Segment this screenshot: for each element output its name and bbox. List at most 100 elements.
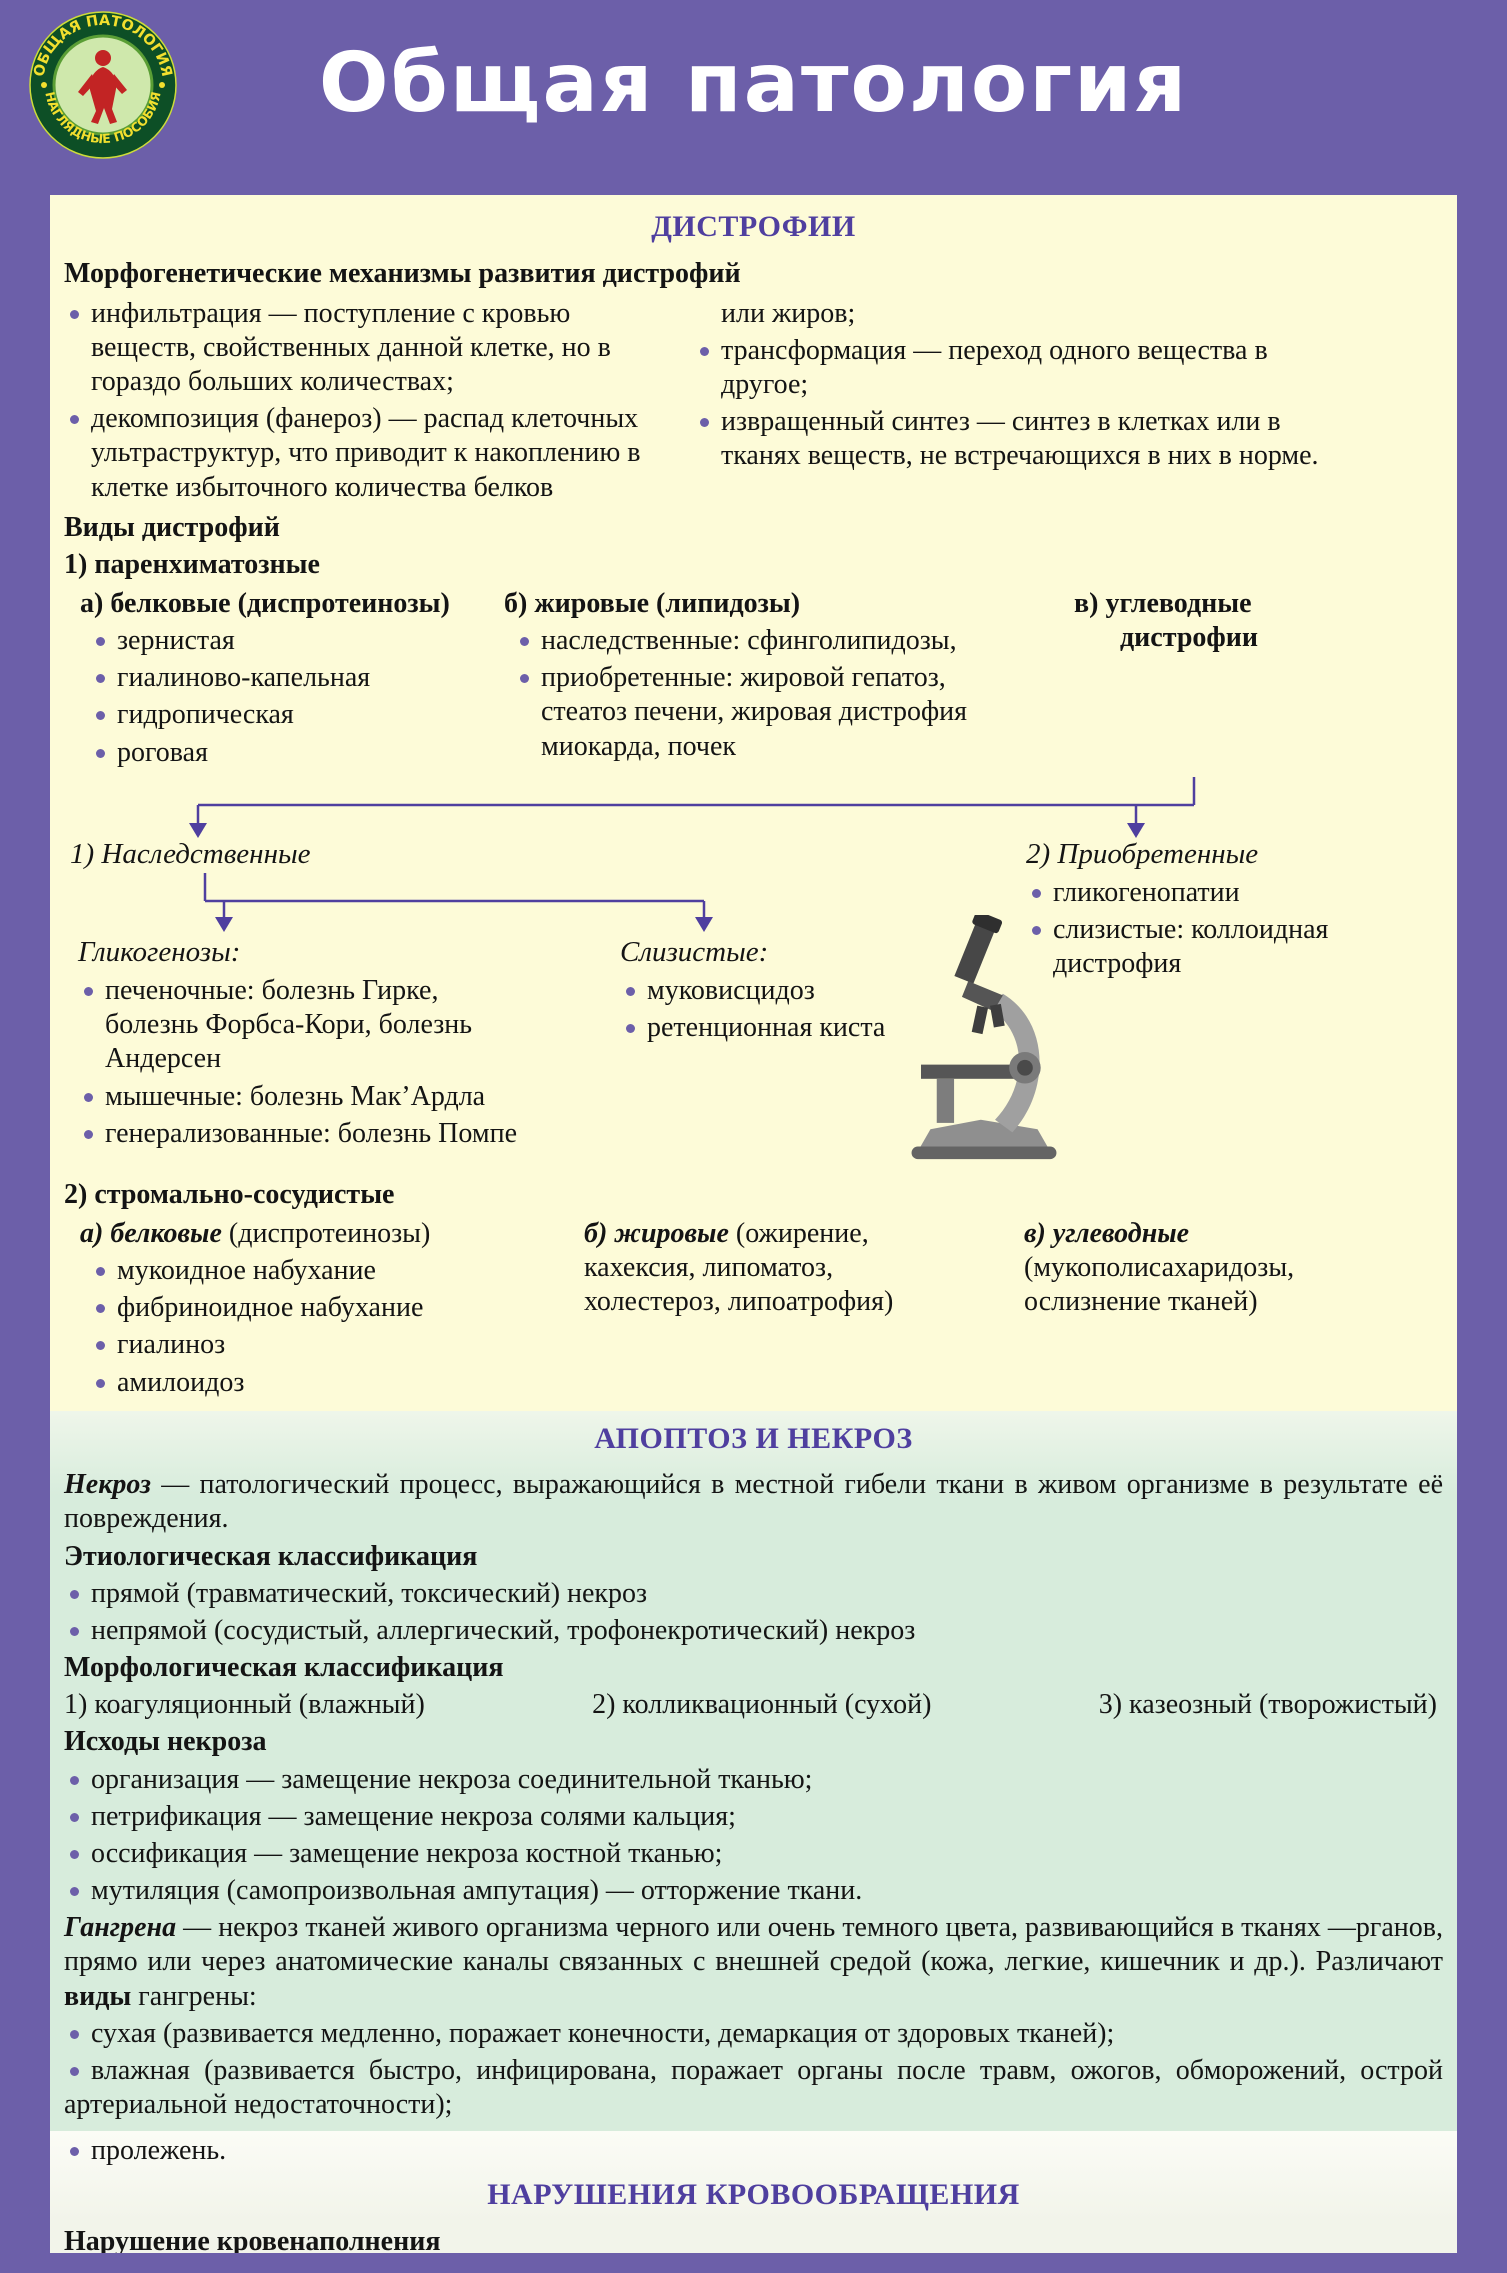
list-item-text: наследственные: сфинголипидозы, bbox=[541, 625, 957, 657]
bullet-icon bbox=[96, 748, 105, 758]
list-item: гиалиново-капельная bbox=[90, 661, 504, 695]
outcomes-list: организация — замещение некроза соединит… bbox=[64, 1763, 1443, 1909]
list-item: трансформация — переход одного вещества … bbox=[694, 334, 1354, 402]
dystrophy-heading: ДИСТРОФИИ bbox=[651, 210, 856, 243]
bullet-icon bbox=[70, 309, 79, 319]
bullet-icon bbox=[96, 1304, 105, 1314]
parenchymal-carbohydrate-column: в) углеводные дистрофии bbox=[1074, 585, 1374, 773]
bullet-icon bbox=[96, 637, 105, 647]
kinds-title: Виды дистрофий bbox=[64, 511, 280, 543]
stromal-fatty-column: б) жировые (ожирение, кахексия, липомато… bbox=[584, 1215, 1024, 1403]
header: ОБЩАЯ ПАТОЛОГИЯ НАГЛЯДНЫЕ ПОСОБИЯ Общая … bbox=[0, 0, 1507, 195]
parenchymal-carbohydrate-title: в) углеводные дистрофии bbox=[1074, 588, 1259, 654]
stromal-protein-title: а) белковые (диспротеинозы) bbox=[80, 1217, 584, 1251]
list-item: оссификация — замещение некроза костной … bbox=[64, 1837, 1443, 1871]
list-item-text: влажная (развивается быстро, инфицирован… bbox=[64, 2054, 1443, 2120]
list-item-text: мышечные: болезнь Мак’Ардла bbox=[105, 1080, 486, 1112]
bullet-icon bbox=[70, 2066, 79, 2076]
list-item: влажная (развивается быстро, инфицирован… bbox=[64, 2054, 1443, 2122]
bullet-icon bbox=[520, 674, 529, 684]
acquired-block: 2) Приобретенные гликогенопатии слизисты… bbox=[1026, 837, 1426, 985]
list-item-text: генерализованные: болезнь Помпе bbox=[105, 1117, 518, 1149]
stromal-protein-lead: а) белковые bbox=[80, 1217, 222, 1249]
circulation-heading: НАРУШЕНИЯ КРОВООБРАЩЕНИЯ bbox=[487, 2178, 1020, 2212]
bullet-icon bbox=[70, 1849, 79, 1859]
list-item-text: гиалиноз bbox=[117, 1329, 226, 1361]
list-item-text: сухая (развивается медленно, поражает ко… bbox=[91, 2017, 1115, 2049]
necrosis-term: Некроз bbox=[64, 1469, 151, 1501]
bullet-icon bbox=[70, 1887, 79, 1897]
circulation-subtitle: Нарушение кровенаполнения bbox=[64, 2225, 441, 2253]
series-logo: ОБЩАЯ ПАТОЛОГИЯ НАГЛЯДНЫЕ ПОСОБИЯ bbox=[28, 10, 178, 160]
necrosis-definition-text: — патологический процесс, выражающийся в… bbox=[64, 1469, 1443, 1535]
stromal-carbohydrate-lead: в) углеводные bbox=[1024, 1217, 1190, 1249]
bullet-icon bbox=[70, 415, 79, 425]
mechanisms-right-column: или жиров; трансформация — переход одног… bbox=[694, 294, 1354, 508]
gangrene-types-list: сухая (развивается медленно, поражает ко… bbox=[64, 2017, 1443, 2122]
stromal-carbohydrate-rest: (мукополисахаридозы, ослизнение тканей) bbox=[1024, 1252, 1295, 1318]
mucous-list: муковисцидоз ретенционная киста bbox=[620, 974, 960, 1045]
bullet-icon bbox=[70, 1626, 79, 1636]
bullet-icon bbox=[96, 674, 105, 684]
parenchymal-fatty-column: б) жировые (липидозы) наследственные: сф… bbox=[504, 585, 1014, 773]
anatomy-figure-icon bbox=[78, 50, 127, 124]
etiologic-list: прямой (травматический, токсический) нек… bbox=[64, 1577, 1443, 1648]
necrosis-definition: Некроз — патологический процесс, выражаю… bbox=[64, 1468, 1443, 1536]
list-item: наследственные: сфинголипидозы, bbox=[514, 624, 1014, 658]
bullet-icon bbox=[626, 987, 635, 997]
list-item: генерализованные: болезнь Помпе bbox=[78, 1117, 528, 1151]
page-title: Общая патология bbox=[318, 36, 1189, 131]
morphologic-row: 1) коагуляционный (влажный) 2) колликвац… bbox=[64, 1688, 1443, 1722]
list-item-text: декомпозиция (фанероз) — распад клеточны… bbox=[91, 403, 641, 503]
list-item: приобретенные: жировой гепатоз, стеатоз … bbox=[514, 661, 1014, 763]
bullet-icon bbox=[70, 1589, 79, 1599]
morphologic-title: Морфологическая классификация bbox=[64, 1652, 504, 1684]
stromal-columns: а) белковые (диспротеинозы) мукоидное на… bbox=[64, 1215, 1443, 1403]
list-item: сухая (развивается медленно, поражает ко… bbox=[64, 2017, 1443, 2051]
list-item-text: муковисцидоз bbox=[647, 975, 815, 1007]
continuation-text: или жиров; bbox=[721, 297, 856, 329]
list-item-text: ретенционная киста bbox=[647, 1012, 886, 1044]
bullet-icon bbox=[84, 1129, 93, 1139]
list-item: фибриноидное набухание bbox=[90, 1291, 584, 1325]
list-item-text: слизистые: коллоидная дистрофия bbox=[1053, 914, 1329, 980]
parenchymal-protein-title: а) белковые (диспротеинозы) bbox=[80, 588, 450, 619]
list-item: слизистые: коллоидная дистрофия bbox=[1026, 913, 1426, 981]
list-item-text: мукоидное набухание bbox=[117, 1255, 376, 1287]
parenchymal-fatty-title: б) жировые (липидозы) bbox=[504, 588, 801, 619]
morphologic-item: 1) коагуляционный (влажный) bbox=[64, 1689, 425, 1721]
mechanisms-left-list: инфильтрация — поступление с кровью веще… bbox=[64, 294, 644, 508]
list-item-text: гликогенопатии bbox=[1053, 877, 1240, 909]
list-item-text: приобретенные: жировой гепатоз, стеатоз … bbox=[541, 662, 967, 762]
bullet-icon bbox=[70, 1775, 79, 1785]
outcomes-title: Исходы некроза bbox=[64, 1726, 267, 1758]
list-item: петрификация — замещение некроза солями … bbox=[64, 1800, 1443, 1834]
stromal-protein-column: а) белковые (диспротеинозы) мукоидное на… bbox=[64, 1215, 584, 1403]
gangrene-text-2: гангрены: bbox=[131, 1980, 257, 2012]
stromal-carbohydrate-title: в) углеводные (мукополисахаридозы, ослиз… bbox=[1024, 1217, 1369, 1319]
hereditary-label: 1) Наследственные bbox=[70, 837, 311, 870]
bullet-icon bbox=[1032, 889, 1041, 899]
bullet-icon bbox=[96, 711, 105, 721]
acquired-list: гликогенопатии слизистые: коллоидная дис… bbox=[1026, 876, 1426, 981]
bullet-icon bbox=[626, 1024, 635, 1034]
bullet-icon bbox=[84, 1092, 93, 1102]
list-item-text: гиалиново-капельная bbox=[117, 662, 371, 694]
list-item-text: прямой (травматический, токсический) нек… bbox=[91, 1577, 648, 1609]
gangrene-bold-word: виды bbox=[64, 1980, 132, 2012]
list-item-text: мутиляция (самопроизвольная ампутация) —… bbox=[91, 1875, 863, 1907]
bullet-icon bbox=[1032, 926, 1041, 936]
mechanisms-right-list: трансформация — переход одного вещества … bbox=[694, 334, 1354, 474]
bullet-icon bbox=[70, 1812, 79, 1822]
necrosis-heading: АПОПТОЗ И НЕКРОЗ bbox=[594, 1421, 913, 1455]
parenchymal-protein-column: а) белковые (диспротеинозы) зернистая ги… bbox=[64, 585, 504, 773]
section-dystrophy: ДИСТРОФИИ Морфогенетические механизмы ра… bbox=[50, 195, 1457, 1411]
etiologic-title: Этиологическая классификация bbox=[64, 1540, 478, 1572]
section-circulation: пролежень. НАРУШЕНИЯ КРОВООБРАЩЕНИЯ Нару… bbox=[50, 2131, 1457, 2253]
bullet-icon bbox=[520, 637, 529, 647]
list-item: извращенный синтез — синтез в клетках ил… bbox=[694, 405, 1354, 473]
morphologic-item: 3) казеозный (творожистый) bbox=[1098, 1689, 1437, 1721]
stromal-carbohydrate-column: в) углеводные (мукополисахаридозы, ослиз… bbox=[1024, 1215, 1404, 1403]
list-item: декомпозиция (фанероз) — распад клеточны… bbox=[64, 402, 644, 504]
glycogenoses-list: печеночные: болезнь Гирке, болезнь Форбс… bbox=[78, 974, 528, 1151]
